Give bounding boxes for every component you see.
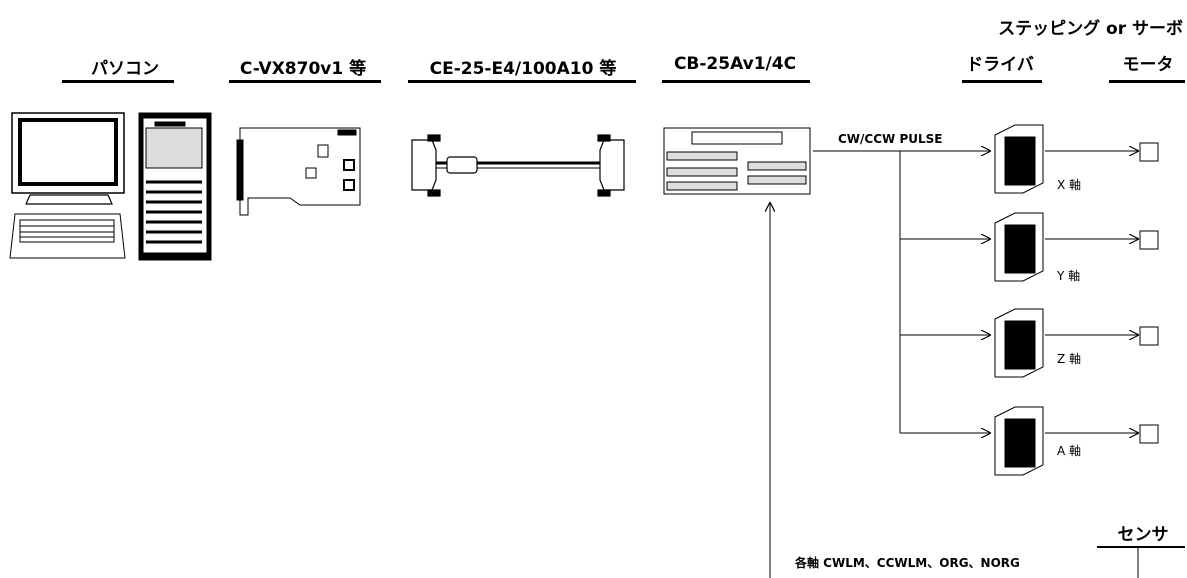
keyboard-icon (9, 213, 126, 259)
driver-header: ドライバ (966, 55, 1034, 75)
tower-pc-icon (138, 112, 212, 261)
connection-lines (770, 151, 1139, 578)
terminal-header: CB-25Av1/4C (673, 54, 797, 74)
monitor-icon (11, 112, 125, 205)
terminal-block-icon (663, 127, 811, 195)
driver-header-underline (962, 80, 1042, 83)
cable-icon (411, 134, 625, 197)
terminal-header-underline (662, 80, 810, 83)
driver-type-header: ステッピング or サーボ (998, 19, 1183, 39)
pc-header-underline (62, 80, 174, 83)
cable-header: CE-25-E4/100A10 等 (429, 59, 617, 79)
driver-y-icon (994, 212, 1044, 282)
board-header-underline (229, 80, 381, 83)
cable-header-underline (408, 80, 636, 83)
pulse-label: CW/CCW PULSE (838, 132, 943, 146)
motor-y-icon (1139, 230, 1159, 250)
motor-x-icon (1139, 142, 1159, 162)
axis-label-y: Y 軸 (1057, 269, 1081, 283)
sensor-header: センサ (1117, 525, 1169, 545)
driver-a-icon (994, 406, 1044, 476)
motor-a-icon (1139, 424, 1159, 444)
sensor-signals-label: 各軸 CWLM、CCWLM、ORG、NORG (795, 556, 1020, 570)
board-header: C-VX870v1 等 (239, 59, 367, 79)
axis-label-x: X 軸 (1057, 178, 1082, 192)
motor-header: モータ (1122, 55, 1174, 75)
driver-x-icon (994, 124, 1044, 194)
pc-header: パソコン (91, 59, 159, 79)
axis-label-a: A 軸 (1057, 444, 1082, 458)
drivers-and-motors (994, 124, 1159, 476)
motor-z-icon (1139, 326, 1159, 346)
driver-z-icon (994, 308, 1044, 378)
motor-header-underline (1109, 80, 1185, 83)
axis-label-z: Z 軸 (1057, 352, 1082, 366)
sensor-header-underline (1097, 546, 1185, 548)
interface-board-icon (236, 127, 361, 216)
